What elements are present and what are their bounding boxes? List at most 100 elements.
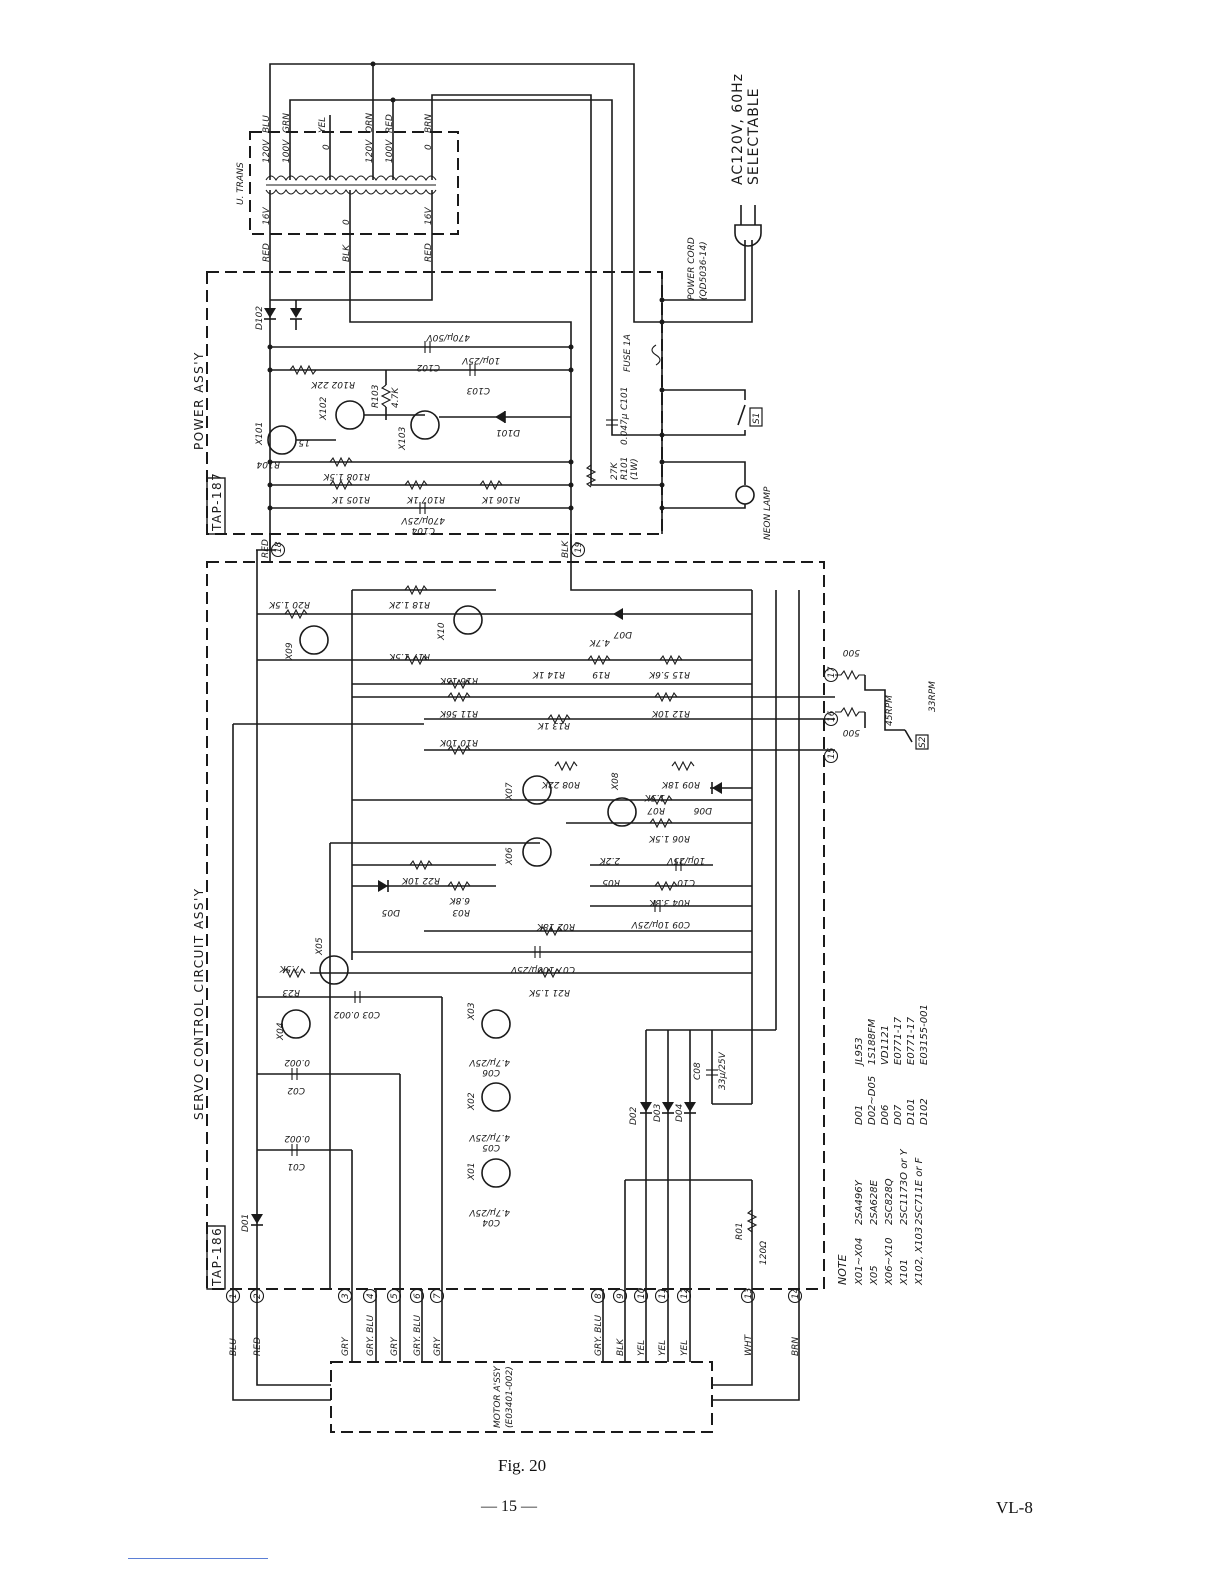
C102-label: C102: [416, 362, 440, 372]
model-code: VL-8: [996, 1498, 1033, 1517]
terminal-wire-color: YEL: [637, 1340, 647, 1356]
supply-selectable: SELECTABLE: [746, 88, 762, 185]
note-diode-part: E0771-17: [893, 1016, 904, 1065]
servo-circuit: [232, 584, 929, 1289]
note-diode-part: 1S188FM: [867, 1018, 878, 1065]
R103-label: R103: [371, 384, 381, 408]
terminal-wire-color: GRY: [341, 1336, 351, 1356]
R104-value: 15: [298, 437, 310, 447]
note-transistor-part: 2SC711E or F: [914, 1157, 925, 1225]
C06-label: C06: [482, 1067, 500, 1077]
mains-switch-circuit: FUSE 1A C101 0.047μ R101 27K (1W) S1 NEO…: [585, 272, 773, 540]
terminal-circle: [570, 542, 586, 558]
terminal-wire-color: WHT: [744, 1333, 754, 1356]
motor-leads: [232, 1289, 800, 1401]
tap-label: ORN: [365, 113, 375, 133]
C10-value: 10μ/25V: [666, 855, 705, 865]
terminal-circle: [633, 1288, 649, 1304]
R106-label: R106 1K: [481, 494, 520, 504]
tap-label: BLK: [342, 244, 352, 262]
terminal-number: 12: [680, 1287, 690, 1299]
figure-caption: Fig. 20: [498, 1456, 547, 1475]
X09-label: X09: [285, 642, 295, 661]
motor-assembly-boundary: MOTOR A'SSY (E03401-002): [330, 1361, 713, 1433]
tap-label: RED: [262, 243, 272, 262]
R07-label: R07: [647, 805, 665, 815]
C08-value: 33μ/25V: [718, 1051, 728, 1090]
note-transistor-part: 2SC828Q: [884, 1178, 895, 1225]
R12-label: R12 10K: [651, 708, 690, 718]
terminal-number: 4: [366, 1293, 376, 1299]
terminal-wire-color: GRY. BLU: [413, 1315, 423, 1356]
terminal-wire-color: BLK: [561, 540, 571, 558]
X01-label: X01: [467, 1162, 477, 1181]
C03-label: C03 0.002: [333, 1009, 380, 1019]
R101-label: R101: [620, 457, 630, 480]
C02-value: 0.002: [284, 1057, 310, 1067]
C08-label: C08: [693, 1062, 703, 1080]
note-diode-part: VD1121: [880, 1025, 891, 1065]
note-diode-ref: D07: [893, 1104, 904, 1125]
terminal-number: 1: [229, 1293, 239, 1299]
X08-symbol: [607, 797, 637, 827]
R03-label: R03: [452, 907, 470, 917]
terminal-number: 15: [827, 747, 837, 759]
X02-symbol: [481, 1082, 511, 1112]
C01-label: C01: [287, 1161, 305, 1171]
terminal-wire-color: GRY: [390, 1336, 400, 1356]
R105-label: R105 1K: [331, 494, 370, 504]
C01-value: 0.002: [284, 1133, 310, 1143]
terminal-circle: [740, 1288, 756, 1304]
terminal-wire-color: YEL: [658, 1340, 668, 1356]
X103-label: X103: [398, 426, 408, 451]
R06-label: R06 1.5K: [648, 833, 690, 843]
terminal-wire-color: GRY. BLU: [594, 1315, 604, 1356]
R05-value: 2.2K: [599, 855, 620, 865]
R107-label: R107 1K: [406, 494, 445, 504]
note-diode-ref: D02~D05: [867, 1076, 878, 1125]
X04-symbol: [281, 1009, 311, 1039]
C101-label: C101: [620, 387, 630, 410]
terminal-wire-color: RED: [253, 1337, 263, 1356]
note-transistor-part: 2SA628E: [869, 1179, 880, 1225]
tap-label: 120V: [262, 139, 272, 163]
X05-label: X05: [315, 937, 325, 956]
R108-label: R108 1.5K: [322, 471, 370, 481]
X07-symbol: [522, 775, 552, 805]
C04-label: C04: [482, 1217, 500, 1227]
S2-label: S2: [918, 736, 928, 748]
C101-value: 0.047μ: [620, 413, 630, 445]
X102-label: X102: [319, 396, 329, 421]
X06-label: X06: [505, 847, 515, 866]
terminal-number: 18: [274, 541, 284, 553]
X10-symbol: [453, 605, 483, 635]
transformer: U. TRANS 120V BLU GRN 100V YEL 0 120V OR…: [236, 113, 459, 272]
tap-label: 16V: [424, 207, 434, 225]
C104-label: C104: [411, 525, 435, 535]
terminal-circle: [823, 711, 839, 727]
tap-label: 0: [424, 144, 434, 150]
note-diode-ref: D101: [906, 1098, 917, 1125]
D02-label: D02: [629, 1106, 639, 1125]
C05-value: 4.7μ/25V: [468, 1132, 510, 1142]
C05-label: C05: [482, 1142, 500, 1152]
tap-label: BLU: [262, 115, 272, 133]
terminal-wire-color: BRN: [791, 1337, 801, 1356]
terminal-number: 10: [637, 1287, 647, 1299]
fuse-label: FUSE 1A: [623, 334, 633, 372]
note-transistor-ref: X102, X103: [914, 1227, 925, 1286]
X01-symbol: [481, 1158, 511, 1188]
D05-label: D05: [381, 907, 400, 917]
R22-label: R22 10K: [401, 875, 440, 885]
R11-label: R11 56K: [439, 708, 478, 718]
R21-label: R21 1.5K: [528, 987, 570, 997]
note-diode-ref: D01: [854, 1105, 865, 1125]
power-board-label: TAP-187: [210, 472, 224, 532]
R05-label: R05: [602, 877, 620, 887]
terminal-wire-color: BLU: [229, 1338, 239, 1356]
R18-label: R18 1.2K: [388, 599, 430, 609]
primary-wiring: [269, 61, 635, 272]
note-diode-ref: D06: [880, 1105, 891, 1125]
power-plug-icon: POWER CORD (QD5036-14): [662, 205, 762, 323]
